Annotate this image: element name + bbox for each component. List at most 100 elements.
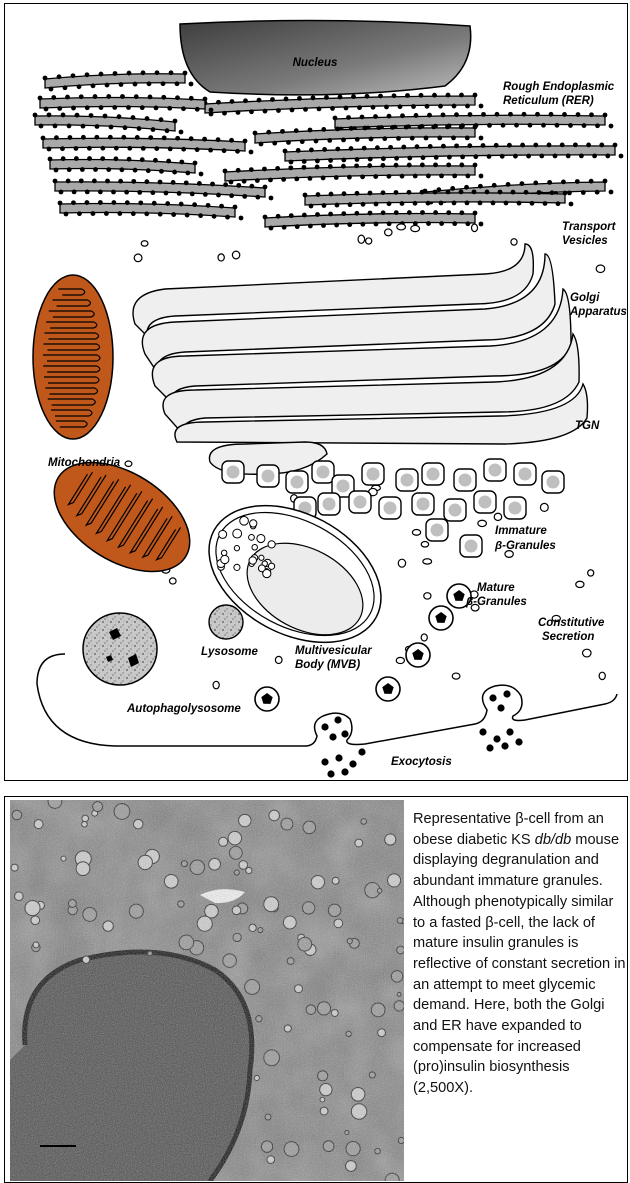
- mature-label-line2: β-Granules: [465, 596, 527, 608]
- ribosome: [195, 107, 200, 112]
- ribosome: [378, 94, 383, 99]
- constitutive-label-line2: Secretion: [542, 631, 594, 643]
- mvb-label-line1: Multivesicular: [295, 645, 372, 657]
- ribosome: [148, 94, 153, 99]
- ribosome: [464, 185, 469, 190]
- ribosome: [89, 113, 94, 118]
- ribosome: [381, 190, 386, 195]
- immature-granule-core: [337, 480, 350, 493]
- ribosome: [242, 194, 247, 199]
- ribosome: [473, 163, 478, 168]
- ribosome: [438, 104, 443, 109]
- intraluminal-vesicle: [252, 545, 258, 551]
- ribosome: [68, 135, 73, 140]
- vesicle: [275, 656, 282, 663]
- immature-granule-core: [465, 540, 478, 553]
- mitochondrion-upper: [33, 275, 113, 439]
- ribosome: [135, 135, 140, 140]
- ribosome: [146, 168, 151, 173]
- ribosome: [481, 112, 486, 117]
- ribosome: [494, 143, 499, 148]
- ribosome: [189, 96, 194, 101]
- ribosome: [249, 109, 254, 114]
- ribosome: [485, 190, 490, 195]
- ribosome: [87, 156, 92, 161]
- ribosome: [413, 174, 418, 179]
- ribosome: [131, 179, 136, 184]
- ribosome: [109, 125, 114, 130]
- ribosome: [124, 190, 129, 195]
- golgi-label-line1: Golgi: [570, 292, 600, 304]
- vesicle: [588, 570, 594, 576]
- ribosome: [533, 181, 538, 186]
- ribosome: [44, 107, 49, 112]
- ribosome: [199, 172, 204, 177]
- ribosome: [270, 97, 275, 102]
- ribosome: [508, 112, 513, 117]
- ribosome: [333, 116, 338, 121]
- ribosome: [189, 82, 194, 87]
- ribosome: [315, 159, 320, 164]
- ribosome: [216, 137, 221, 142]
- ribosome: [243, 139, 248, 144]
- ribosome: [375, 145, 380, 150]
- exocytosed-granule: [334, 716, 341, 723]
- autophagolysosome: [83, 613, 157, 685]
- ribosome: [131, 115, 136, 120]
- ribosome: [582, 123, 587, 128]
- ribosome: [179, 160, 184, 165]
- ribosome: [446, 162, 451, 167]
- ribosome: [308, 176, 313, 181]
- ribosome: [309, 148, 314, 153]
- ribosome: [137, 126, 142, 131]
- rer-label-line2: Reticulum (RER): [503, 95, 594, 107]
- ribosome: [152, 201, 157, 206]
- ribosome: [159, 169, 164, 174]
- ribosome: [173, 119, 178, 124]
- autophagolysosome-label: Autophagolysosome: [126, 703, 241, 715]
- ribosome: [479, 174, 484, 179]
- ribosome: [500, 154, 505, 159]
- ribosome: [413, 201, 418, 206]
- ribosome: [341, 137, 346, 142]
- ribosome: [360, 174, 365, 179]
- ribosome: [562, 112, 567, 117]
- ribosome: [94, 135, 99, 140]
- ribosome: [79, 178, 84, 183]
- intraluminal-vesicle: [250, 520, 257, 527]
- ribosome: [131, 211, 136, 216]
- ribosome: [354, 211, 359, 216]
- ribosome: [150, 190, 155, 195]
- ribosome: [119, 82, 124, 87]
- ribosome: [387, 221, 392, 226]
- beta-cell-diagram: Nucleus Rough Endoplasmic Reticulum (RER…: [5, 4, 629, 782]
- ribosome: [179, 202, 184, 207]
- ribosome: [487, 123, 492, 128]
- ribosome: [381, 156, 386, 161]
- ribosome: [522, 112, 527, 117]
- ribosome: [386, 174, 391, 179]
- immature-label-line2: β-Granules: [494, 540, 556, 552]
- ribosome: [424, 136, 429, 141]
- ribosome: [581, 190, 586, 195]
- vesicle: [424, 593, 431, 599]
- ribosome: [216, 100, 221, 105]
- ribosome: [349, 126, 354, 131]
- immature-granule-core: [354, 496, 367, 509]
- ribosome: [459, 189, 464, 194]
- ribosome: [74, 146, 79, 151]
- vesicle: [421, 634, 427, 641]
- ribosome: [553, 154, 558, 159]
- ribosome: [203, 97, 208, 102]
- intraluminal-vesicle: [259, 555, 264, 560]
- ribosome: [329, 192, 334, 197]
- ribosome: [374, 222, 379, 227]
- ribosome: [71, 73, 76, 78]
- ribosome: [144, 179, 149, 184]
- ribosome: [348, 202, 353, 207]
- ribosome: [394, 163, 399, 168]
- intraluminal-vesicle: [249, 534, 255, 540]
- ribosome: [341, 158, 346, 163]
- ribosome: [400, 201, 405, 206]
- exocytosed-granule: [349, 760, 356, 767]
